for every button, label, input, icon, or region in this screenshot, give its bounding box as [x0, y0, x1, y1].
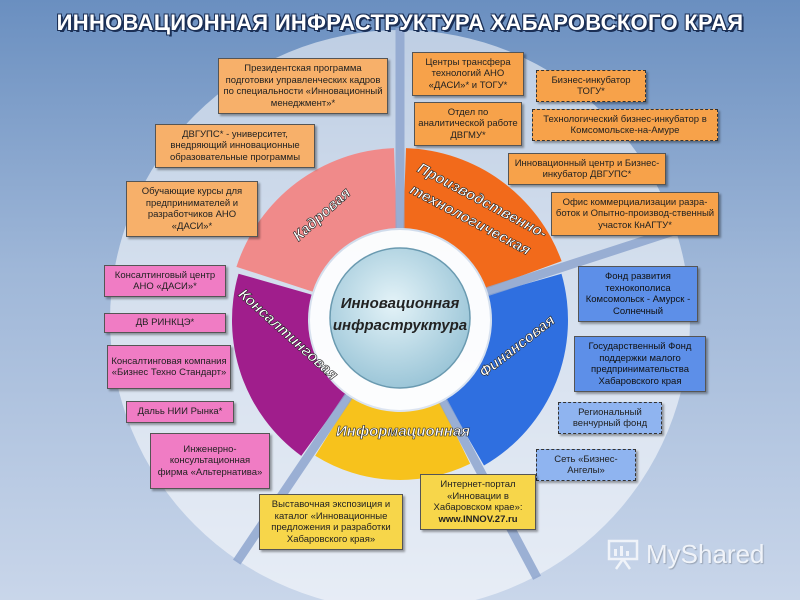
center-label-line2: инфраструктура — [333, 317, 467, 334]
sector-konsaltingovaya — [231, 273, 346, 456]
box-info-exhibition: Выставочная экспозиция и каталог «Иннова… — [259, 494, 403, 550]
sector-informacionnaya — [315, 398, 471, 480]
box-prod-togu-incubator: Бизнес-инкубатор ТОГУ* — [536, 70, 646, 102]
box-kadr-program: Президентская программа подготовки управ… — [218, 58, 388, 114]
box-fin-business-angels: Сеть «Бизнес-Ангелы» — [536, 449, 636, 481]
box-fin-technopolis-fund: Фонд развития технокополиса Комсомольск … — [578, 266, 698, 322]
logo: MyShared — [606, 534, 766, 574]
box-prod-innovation-center: Инновационный центр и Бизнес-инкубатор Д… — [508, 153, 666, 185]
sector-kadrovaya — [236, 148, 397, 292]
box-prod-analytics-dept: Отдел по аналитической работе ДВГМУ* — [414, 102, 522, 146]
center-circle — [329, 247, 471, 389]
box-info-portal: Интернет-портал «Инновации в Хабаровском… — [420, 474, 536, 530]
logo-text: MyShared — [646, 538, 765, 569]
spoke-4 — [232, 393, 353, 565]
sector-proizv — [403, 148, 562, 289]
box-prod-transfer-centers: Центры трансфера технологий АНО «ДАСИ»* … — [412, 52, 524, 96]
box-kons-dasi-center: Консалтинговый центр АНО «ДАСИ»* — [104, 265, 226, 297]
center-label-line1: Инновационная — [341, 295, 460, 312]
box-kadr-courses: Обучающие курсы для предпринимателей и р… — [126, 181, 258, 237]
sector-finansovaya — [446, 273, 568, 466]
box-kons-business-techno-standard: Консалтинговая компания «Бизнес Техно Ст… — [107, 345, 231, 389]
presentation-board-icon — [607, 539, 639, 570]
portal-url[interactable]: www.INNOV.27.ru — [438, 513, 518, 525]
box-kons-alternativa: Инженерно-консультационная фирма «Альтер… — [150, 433, 270, 489]
box-prod-tech-incubator: Технологический бизнес-инкубатор в Комсо… — [532, 109, 718, 141]
box-kons-dalniii-rynka: Дальь НИИ Рынка* — [126, 401, 234, 423]
page-title: ИННОВАЦИОННАЯ ИНФРАСТРУКТУРА ХАБАРОВСКОГ… — [56, 10, 744, 35]
box-kons-dv-rinkce: ДВ РИНКЦЭ* — [104, 313, 226, 333]
box-fin-venture-fund: Региональный венчурный фонд — [558, 402, 662, 434]
box-prod-commercialization-office: Офис коммерциализации разра-боток и Опыт… — [551, 192, 719, 236]
box-kadr-dvgups: ДВГУПС* - университет, внедряющий иннова… — [155, 124, 315, 168]
spoke-2 — [486, 225, 680, 296]
sector-label-informacionnaya: Информационная — [336, 423, 470, 440]
box-fin-state-fund: Государственный Фонд поддержки малого пр… — [574, 336, 706, 392]
